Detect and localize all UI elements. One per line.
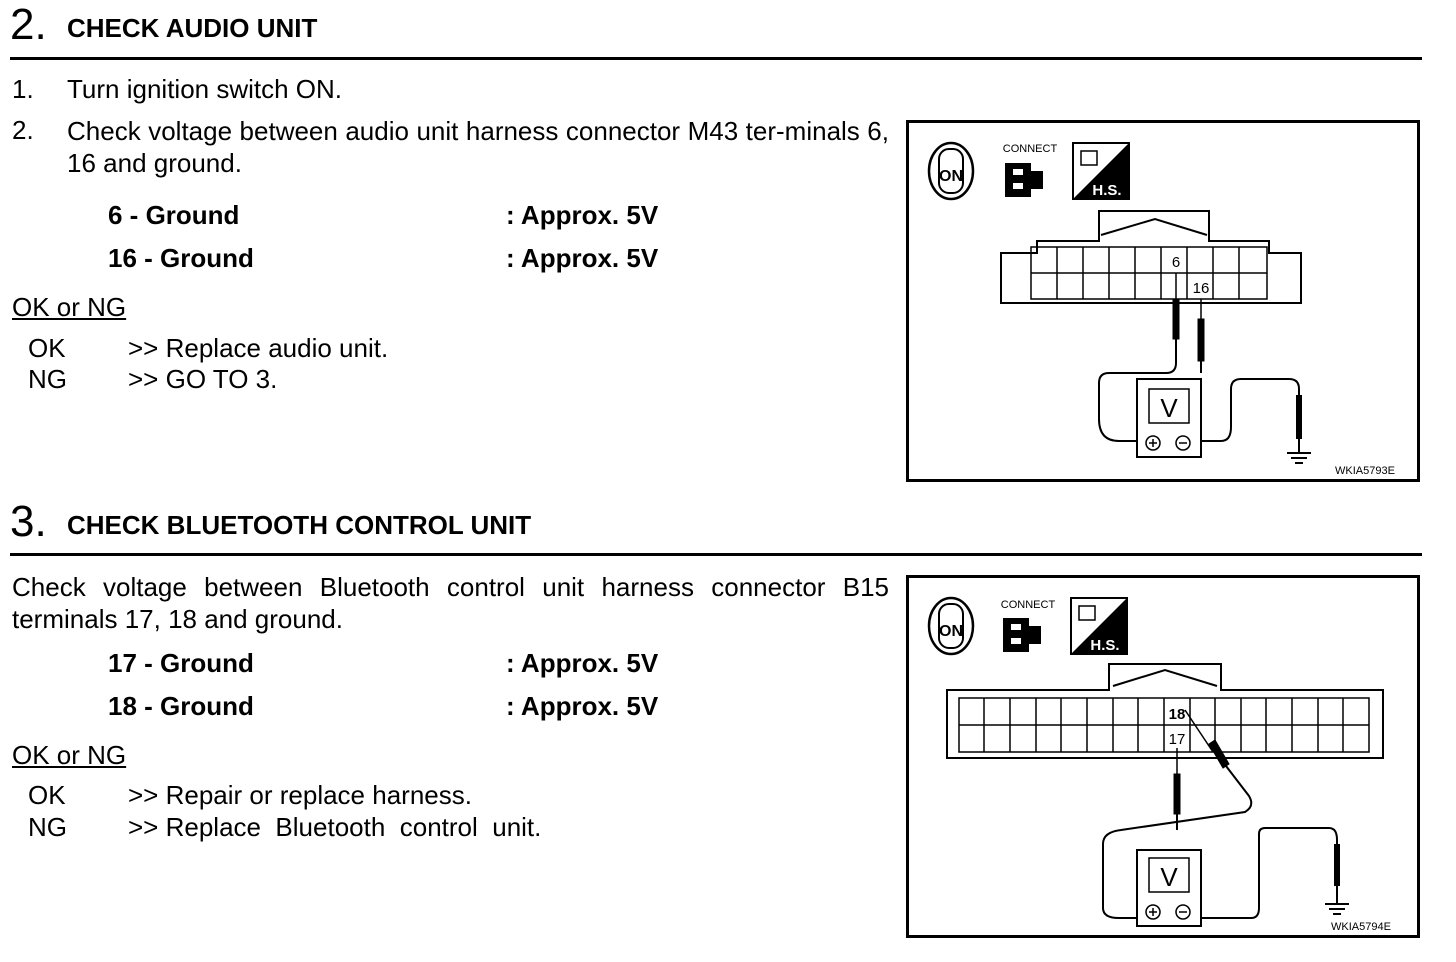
svg-text:ON: ON <box>939 168 963 185</box>
svg-text:V: V <box>1160 393 1178 423</box>
test-leads <box>1098 339 1311 464</box>
connect-icon: CONNECT <box>1001 599 1056 652</box>
step-3-divider <box>10 553 1422 556</box>
svg-text:ON: ON <box>939 623 963 640</box>
result-key: OK <box>28 333 66 363</box>
svg-text:18: 18 <box>1169 706 1186 723</box>
svg-text:V: V <box>1160 862 1178 892</box>
voltmeter-icon: V <box>1136 378 1202 458</box>
svg-text:CONNECT: CONNECT <box>1003 143 1058 155</box>
svg-text:CONNECT: CONNECT <box>1001 599 1056 611</box>
step-3-number: 3. <box>10 497 47 546</box>
connector-diagram: ON CONNECT H.S. <box>927 141 1395 477</box>
step-2-item-2-number: 2. <box>12 115 34 145</box>
ignition-on-icon: ON <box>927 141 975 201</box>
svg-text:6: 6 <box>1172 254 1180 271</box>
voltmeter-icon: V <box>1136 849 1202 927</box>
result-key: NG <box>28 812 67 842</box>
step-3-title: CHECK BLUETOOTH CONTROL UNIT <box>67 510 532 540</box>
svg-text:H.S.: H.S. <box>1092 182 1121 199</box>
svg-text:H.S.: H.S. <box>1090 637 1119 654</box>
step-2-number: 2. <box>10 0 47 49</box>
connector-diagram: ON CONNECT H.S. <box>927 596 1391 933</box>
step-2-item-2-text: Check voltage between audio unit harness… <box>67 116 889 178</box>
ok-or-ng-heading: OK or NG <box>12 292 127 322</box>
ok-or-ng-heading: OK or NG <box>12 740 127 770</box>
step-2-item-1-text: Turn ignition switch ON. <box>67 74 343 104</box>
figure-code: WKIA5793E <box>1335 465 1395 477</box>
result-text: >> Repair or replace harness. <box>128 780 472 810</box>
connect-icon: CONNECT <box>1003 143 1058 197</box>
harness-side-icon: H.S. <box>1072 142 1130 200</box>
audio-unit-test-figure: ON CONNECT H.S. <box>906 120 1420 482</box>
test-probes <box>1173 709 1230 815</box>
spec-value: : Approx. 5V <box>506 648 659 678</box>
ignition-on-icon: ON <box>927 596 975 656</box>
result-key: NG <box>28 364 67 394</box>
svg-text:17: 17 <box>1169 731 1186 748</box>
step-2-divider <box>10 57 1422 60</box>
figure-code: WKIA5794E <box>1331 921 1391 933</box>
harness-connector <box>1000 210 1302 304</box>
spec-value: : Approx. 5V <box>506 691 659 721</box>
result-text: >> GO TO 3. <box>128 364 278 394</box>
harness-connector <box>946 663 1384 759</box>
result-text: >> Replace audio unit. <box>128 333 389 363</box>
step-2-item-1-number: 1. <box>12 74 34 104</box>
spec-label: 16 - Ground <box>108 243 254 273</box>
spec-value: : Approx. 5V <box>506 243 659 273</box>
spec-label: 18 - Ground <box>108 691 254 721</box>
spec-value: : Approx. 5V <box>506 200 659 230</box>
bluetooth-unit-test-figure: ON CONNECT H.S. <box>906 575 1420 938</box>
test-leads <box>1102 765 1349 919</box>
svg-text:16: 16 <box>1193 280 1210 297</box>
harness-side-icon: H.S. <box>1070 597 1128 655</box>
result-text: >> Replace Bluetooth control unit. <box>128 812 542 842</box>
step-3-paragraph: Check voltage between Bluetooth control … <box>12 572 889 634</box>
result-key: OK <box>28 780 66 810</box>
spec-label: 17 - Ground <box>108 648 254 678</box>
spec-label: 6 - Ground <box>108 200 240 230</box>
step-2-title: CHECK AUDIO UNIT <box>67 13 318 43</box>
